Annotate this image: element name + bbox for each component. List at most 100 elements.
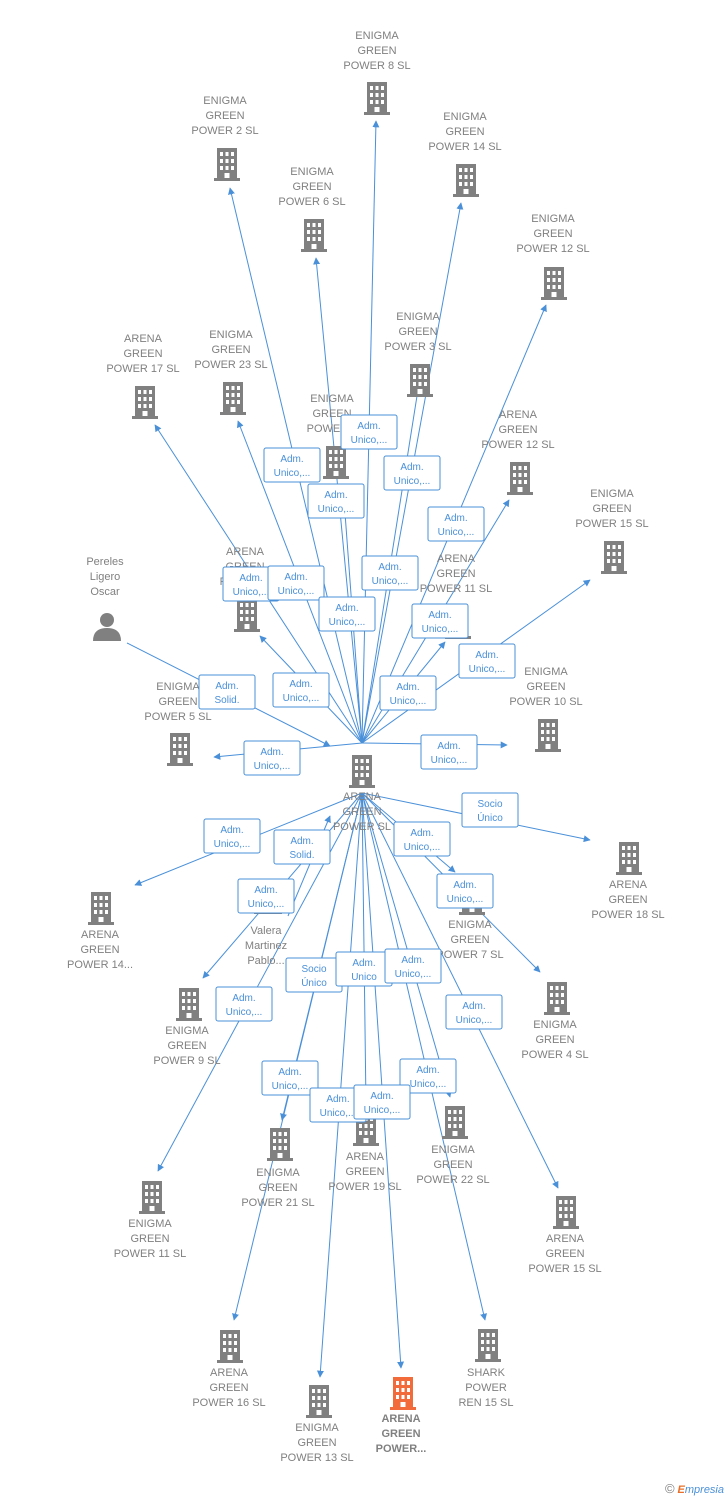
company-node-n30[interactable]: ARENAGREENPOWER... (376, 1377, 427, 1455)
building-icon[interactable] (407, 364, 433, 397)
edge-label-n26[interactable]: Adm.Unico,... (384, 948, 442, 984)
edge-label-n22[interactable]: Adm.Unico,... (436, 873, 494, 909)
edge-label-n1[interactable]: Adm.Unico,... (340, 414, 398, 450)
edge-label-text-1: Adm. (352, 958, 375, 969)
edge-label-n28[interactable]: Adm.Unico,... (261, 1060, 319, 1096)
node-label-n23-line-3: POWER 21 SL (241, 1197, 314, 1209)
edge-label-n23[interactable]: Adm.Unico,... (215, 986, 273, 1022)
building-icon[interactable] (167, 733, 193, 766)
building-icon[interactable] (475, 1329, 501, 1362)
building-icon[interactable] (616, 842, 642, 875)
building-icon[interactable] (541, 267, 567, 300)
edge-label-n29[interactable]: Adm.Unico,... (399, 1058, 457, 1094)
building-icon[interactable] (220, 382, 246, 415)
edge-label-n21[interactable]: Adm.Unico,... (237, 878, 295, 914)
building-icon[interactable] (176, 988, 202, 1021)
edge-label-n16[interactable]: Adm.Unico,... (420, 734, 478, 770)
building-icon[interactable] (390, 1377, 416, 1410)
building-icon[interactable] (601, 541, 627, 574)
building-icon[interactable] (442, 1106, 468, 1139)
building-icon[interactable] (139, 1181, 165, 1214)
edge-label-n25[interactable]: Adm.Unico (335, 951, 393, 987)
person-node-n19[interactable]: ValeraMartinezPablo... (245, 886, 287, 967)
edge-label-n27[interactable]: Adm.Unico,... (445, 994, 503, 1030)
node-label-n24-line-3: POWER 19 SL (328, 1181, 401, 1193)
edge-label-n4[interactable]: Adm.Unico,... (307, 483, 365, 519)
building-icon[interactable] (217, 1330, 243, 1363)
edge-label-n5[interactable]: Adm.Unico,... (427, 506, 485, 542)
node-label-n28-line-1: ARENA (210, 1367, 249, 1379)
building-icon[interactable] (234, 599, 260, 632)
node-label-n31-line-3: POWER 13 SL (280, 1452, 353, 1464)
node-label-n26-line-3: POWER 11 SL (114, 1248, 187, 1260)
edge-n27 (361, 792, 559, 1189)
edge-label-n6[interactable]: Adm.Unico,... (361, 555, 419, 591)
edge-label-n31[interactable]: Adm.Unico,... (353, 1084, 411, 1120)
node-label-n1-line-2: GREEN (357, 45, 396, 57)
edge-label-n12[interactable]: Adm.Solid. (198, 674, 256, 710)
person-icon[interactable] (93, 613, 121, 641)
edge-label-n15[interactable]: Adm.Unico,... (243, 740, 301, 776)
edge-label-text-1: Adm. (278, 1067, 301, 1078)
center-building-icon[interactable] (349, 755, 375, 788)
edge-label-n18[interactable]: Adm.Unico,... (203, 818, 261, 854)
company-node-n9[interactable]: ENIGMAGREENPOWER... (307, 393, 358, 479)
edge-label-n13[interactable]: Adm.Unico,... (272, 672, 330, 708)
building-icon[interactable] (88, 892, 114, 925)
edge-n29 (361, 792, 487, 1321)
building-icon[interactable] (214, 148, 240, 181)
building-icon[interactable] (306, 1385, 332, 1418)
building-icon[interactable] (453, 164, 479, 197)
building-icon[interactable] (132, 386, 158, 419)
edge-label-n19[interactable]: Adm.Solid. (273, 829, 331, 865)
building-icon[interactable] (544, 982, 570, 1015)
building-icon[interactable] (301, 219, 327, 252)
building-icon[interactable] (535, 719, 561, 752)
building-icon[interactable] (267, 1128, 293, 1161)
edge-label-n3[interactable]: Adm.Unico,... (383, 455, 441, 491)
edge-label-n9[interactable]: Adm.Unico,... (318, 596, 376, 632)
building-icon[interactable] (364, 82, 390, 115)
edge-label-n8[interactable]: Adm.Unico,... (267, 565, 325, 601)
edge-label-n7[interactable]: Adm.Unico,... (222, 566, 280, 602)
edge-label-n20[interactable]: Adm.Unico,... (393, 821, 451, 857)
building-icon[interactable] (553, 1196, 579, 1229)
edge-label-n14[interactable]: Adm.Unico,... (379, 675, 437, 711)
building-icon[interactable] (507, 462, 533, 495)
edge-label-n2[interactable]: Adm.Unico,... (263, 447, 321, 483)
edge-label-n10[interactable]: Adm.Unico,... (411, 603, 469, 639)
building-icon[interactable] (323, 446, 349, 479)
edge-label-n11[interactable]: Adm.Unico,... (458, 643, 516, 679)
node-label-n7-line-3: POWER 17 SL (106, 363, 179, 375)
